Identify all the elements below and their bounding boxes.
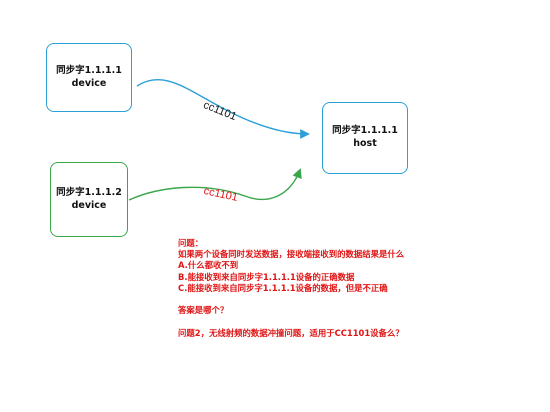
- notes-spacer-1: [178, 294, 518, 305]
- notes-question: 答案是哪个？: [178, 305, 229, 316]
- host-sync-word: 同步字1.1.1.1: [332, 125, 398, 137]
- device1-role: device: [71, 77, 107, 89]
- notes-option-a: A.什么都收不到: [178, 260, 239, 271]
- notes-spacer-2: [178, 316, 518, 327]
- device-node-1: 同步字1.1.1.1 device: [46, 43, 132, 112]
- notes-option-b: B.能接收到来自同步字1.1.1.1设备的正确数据: [178, 271, 355, 282]
- device2-sync-word: 同步字1.1.1.2: [56, 186, 122, 198]
- notes-question-2: 问题2，无线射频的数据冲撞问题，适用于CC1101设备么？: [178, 327, 404, 338]
- device1-sync-word: 同步字1.1.1.1: [56, 64, 122, 76]
- notes-line-2: 如果两个设备同时发送数据，接收端接收到的数据结果是什么: [178, 249, 405, 260]
- edge-device2-to-host: [128, 168, 302, 201]
- host-node: 同步字1.1.1.1 host: [322, 102, 408, 174]
- notes-line-1: 问题：: [178, 238, 204, 248]
- device-node-2: 同步字1.1.1.2 device: [50, 162, 128, 237]
- device2-role: device: [71, 199, 107, 211]
- edge-device1-to-host: [136, 79, 310, 139]
- notes-option-c: C.能接收到来自同步字1.1.1.1设备的数据，但是不正确: [178, 282, 388, 293]
- host-role: host: [353, 138, 377, 149]
- question-notes: 问题： 如果两个设备同时发送数据，接收端接收到的数据结果是什么 A.什么都收不到…: [178, 238, 518, 339]
